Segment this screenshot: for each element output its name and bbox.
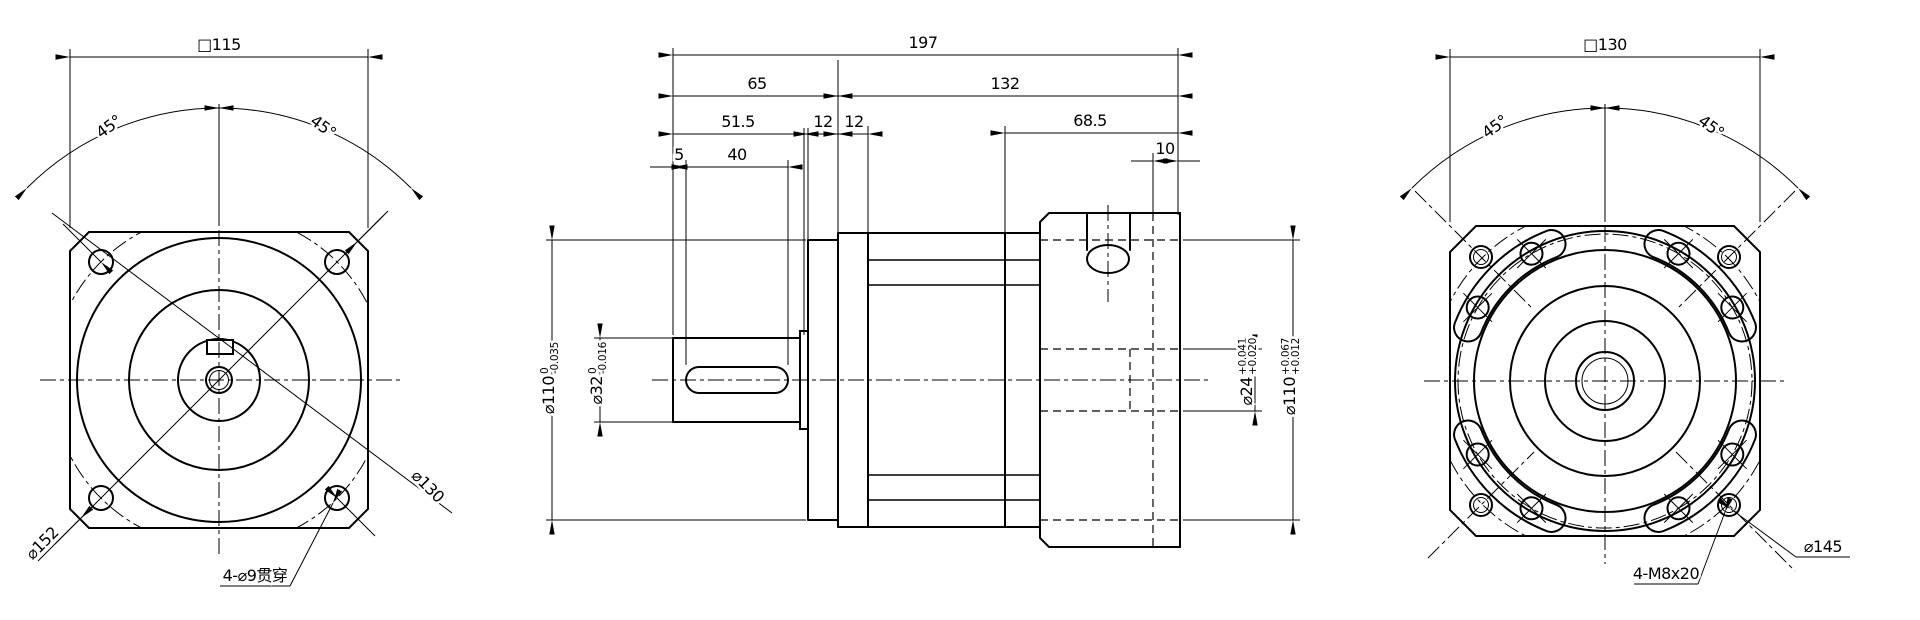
shaft-dia-tol-upper: 0 — [587, 368, 599, 374]
dim-bolt-circle: ⌀130 — [408, 466, 449, 507]
front-view: □115 45° 45° ⌀152 ⌀130 4-⌀9贯穿 — [14, 33, 453, 588]
shaft-dia-tol-lower: -0.016 — [597, 341, 609, 374]
housing-dia-tol-lower: +0.012 — [1290, 338, 1302, 375]
rear-view: □130 45° 45° ⌀145 4-M8x20 — [1399, 33, 1850, 586]
angle-arc-right — [1590, 105, 1811, 201]
dim-front-size: □115 — [197, 35, 241, 54]
corner-centerline — [1427, 451, 1535, 559]
diag-130-line — [51, 212, 453, 514]
diag-152-line — [37, 210, 389, 562]
bolt-hole — [324, 485, 350, 511]
dim-shaft-length: 51.5 — [721, 112, 755, 131]
scallop-band — [1643, 229, 1757, 343]
angle-arc-left — [14, 105, 234, 201]
arrow-seg — [324, 485, 376, 537]
dim-rear-hole-note: 4-M8x20 — [1633, 564, 1700, 583]
rear-adapter-block — [1039, 212, 1181, 548]
housing-dia-nominal: ⌀110 — [1280, 377, 1299, 415]
scallop-band — [1643, 419, 1757, 533]
dim-key-length: 40 — [727, 145, 747, 164]
dim-rear-bolt-circle: ⌀145 — [1804, 537, 1842, 556]
scallop-band — [1453, 419, 1567, 533]
shaft-dia-nominal: ⌀32 — [587, 376, 606, 405]
bore-dia-tol-lower: +0.020 — [1247, 338, 1259, 375]
dim-overall-length: 197 — [908, 33, 937, 52]
housing-dia-tol-upper: +0.067 — [1280, 338, 1292, 375]
dim-rear-body-length: 68.5 — [1073, 111, 1107, 130]
leader-line — [289, 488, 343, 587]
arrow-seg — [62, 223, 114, 275]
bolt-hole — [88, 485, 114, 511]
dim-shaft-dia: ⌀32 0 -0.016 — [585, 339, 612, 407]
dim-housing-dia: ⌀110 +0.067 +0.012 — [1278, 335, 1305, 417]
bore-dia-nominal: ⌀24 — [1237, 377, 1256, 406]
dim-rear-step: 10 — [1155, 139, 1175, 158]
dim-front-angle-right: 45° — [307, 111, 340, 142]
dim-front-hole-note: 4-⌀9贯穿 — [223, 566, 288, 585]
dim-rear-length: 132 — [990, 74, 1019, 93]
pilot-dia-tol-upper: 0 — [539, 368, 551, 374]
arrow-seg — [344, 215, 384, 255]
pilot-dia-nominal: ⌀110 — [539, 376, 558, 414]
rear-flange-outline — [1449, 225, 1761, 537]
dim-pilot-width: 12 — [813, 112, 832, 131]
bolt-hole — [324, 249, 350, 275]
corner-centerline — [1675, 451, 1796, 572]
dim-key-offset: 5 — [674, 145, 684, 164]
keyway-notch — [206, 339, 234, 355]
front-flange-outline — [69, 231, 369, 529]
dim-front-length: 65 — [747, 74, 766, 93]
ring-bolt-holes — [1465, 241, 1745, 521]
scallop-band — [1453, 229, 1567, 343]
bore-dia-tol-upper: +0.041 — [1237, 338, 1249, 375]
corner-mount-holes — [1469, 245, 1741, 517]
pilot-dia-tol-lower: -0.035 — [549, 342, 561, 374]
angle-arc-right — [204, 105, 424, 201]
dim-rear-size: □130 — [1583, 35, 1627, 54]
leader-line — [1697, 497, 1733, 585]
side-view: 197 65 132 51.5 12 12 5 40 68.5 10 ⌀110 … — [537, 31, 1305, 548]
dim-rear-angle-right: 45° — [1695, 111, 1728, 142]
gearbox-body — [837, 232, 1041, 528]
leader-line — [1717, 498, 1797, 558]
dim-bore-dia: ⌀24 +0.041 +0.020 — [1235, 335, 1262, 408]
angle-arc-left — [1399, 105, 1620, 201]
dim-flange-width: 12 — [844, 112, 863, 131]
dim-rear-angle-left: 45° — [1478, 111, 1511, 142]
arrow-seg — [54, 505, 94, 545]
dim-pilot-dia: ⌀110 0 -0.035 — [537, 339, 564, 416]
